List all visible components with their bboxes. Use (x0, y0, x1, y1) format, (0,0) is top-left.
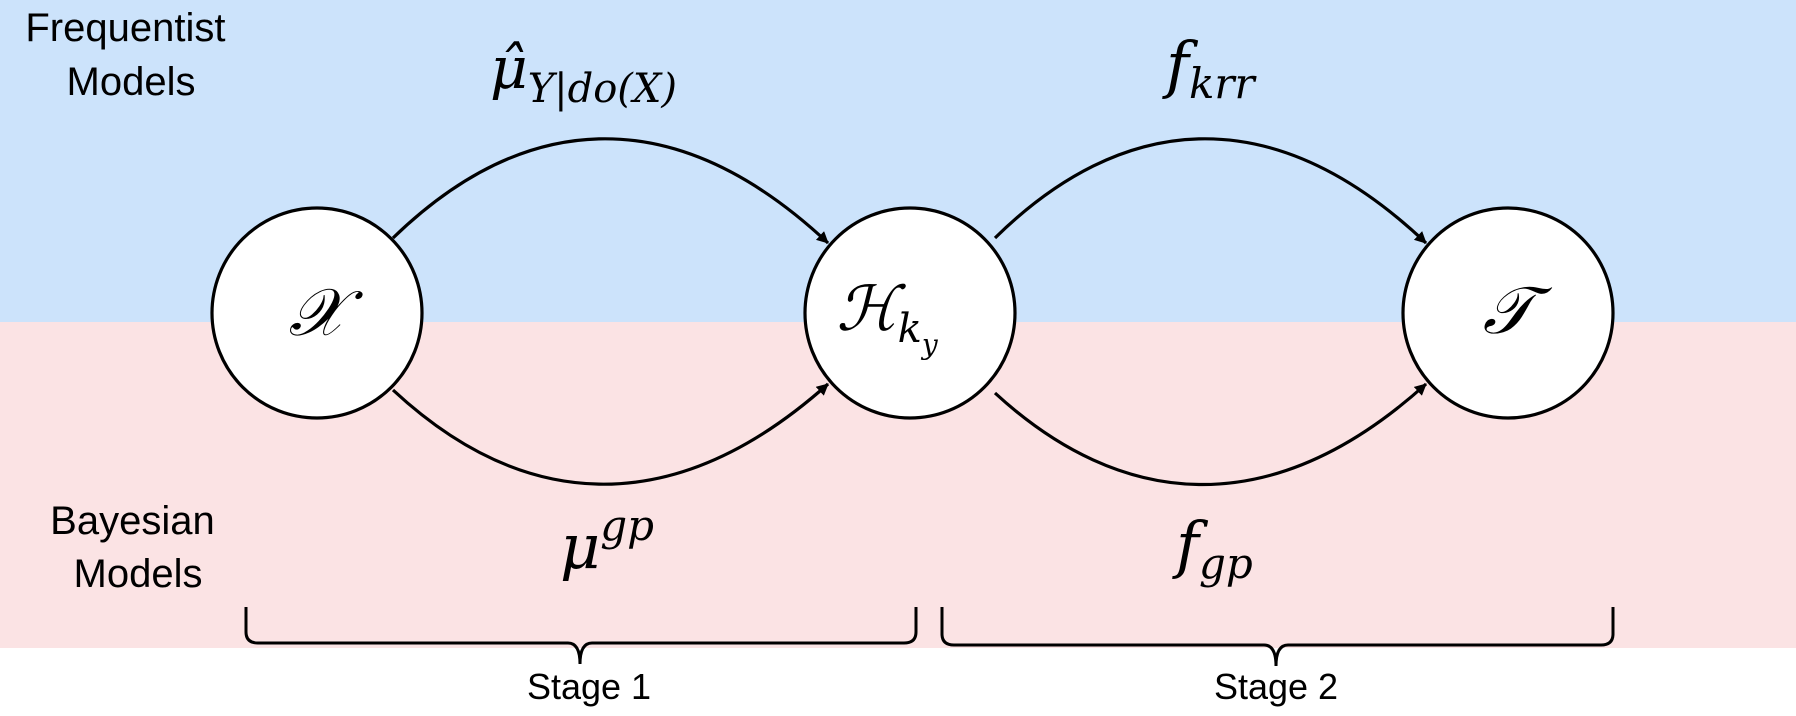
frequentist-label: Frequentist Models (25, 6, 236, 104)
edge-stage2-frequentist-label: fkrr (1162, 28, 1257, 108)
stage2-brace (940, 607, 1615, 667)
edge-stage1-bayesian-sup: gp (600, 501, 654, 550)
node-input-circle (210, 206, 424, 420)
bayesian-label: Bayesian Models (50, 499, 226, 596)
stage1-brace (244, 607, 918, 665)
edge-stage1-frequentist-base: μ̂ (490, 34, 528, 102)
edge-stage1-bayesian-arrow (391, 382, 830, 486)
edge-stage1-frequentist-label: μ̂Y|do(X) (490, 34, 677, 112)
edge-stage1-frequentist-sub: Y|do(X) (528, 66, 677, 112)
node-rkhs-circle (803, 206, 1017, 420)
edge-stage1-bayesian-base: μ (560, 510, 600, 583)
frequentist-label-line1: Frequentist (25, 6, 225, 50)
stage1-label: Stage 1 (527, 666, 651, 707)
node-rkhs-sub: k (898, 306, 922, 352)
bayesian-label-line1: Bayesian (50, 499, 215, 543)
bayesian-label-line2: Models (74, 552, 203, 596)
node-rkhs-main: ℋ (836, 272, 906, 345)
edge-stage2-frequentist-sub: krr (1189, 59, 1258, 108)
edge-stage2-frequentist-arrow (993, 137, 1428, 245)
node-rkhs-subsub: y (920, 328, 939, 361)
node-target-circle (1401, 206, 1615, 420)
edge-stage1-bayesian-label: μgp (560, 501, 654, 583)
edge-stage1-frequentist-arrow (391, 137, 830, 245)
node-rkhs-symbol: ℋky (836, 272, 939, 361)
edge-stage2-bayesian-arrow (993, 382, 1428, 487)
frequentist-label-line2: Models (67, 60, 196, 104)
stage2-label: Stage 2 (1214, 666, 1338, 707)
edge-stage2-bayesian-sub: gp (1199, 539, 1253, 588)
